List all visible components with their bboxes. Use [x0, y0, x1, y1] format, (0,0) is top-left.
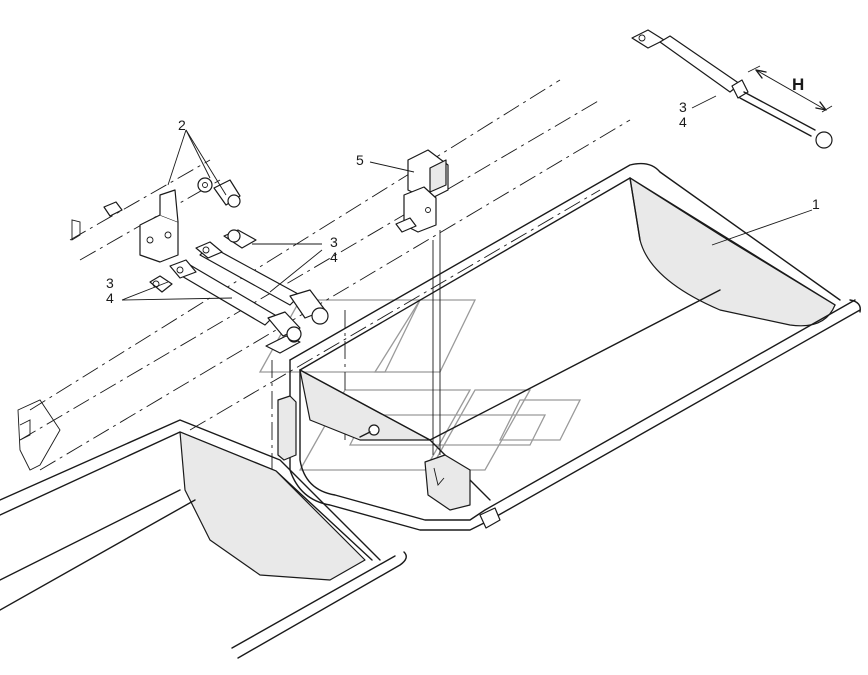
- ball-pin-small: [149, 275, 173, 293]
- callout-5: 5: [356, 152, 364, 168]
- box-hinge-left: [265, 329, 301, 461]
- gas-strut-lower: [169, 259, 302, 342]
- callout-4-detail: 4: [679, 114, 687, 130]
- small-screw: [359, 424, 380, 438]
- left-storage-box: [0, 399, 407, 659]
- callout-4-left: 4: [106, 290, 114, 306]
- callout-3-upper: 3: [330, 234, 338, 250]
- callout-labels: 1 2 3 4 3 4 3 4 5 H: [106, 75, 820, 306]
- callout-3-detail: 3: [679, 99, 687, 115]
- callout-4-upper: 4: [330, 249, 338, 265]
- lock-latch-assembly: [395, 149, 449, 233]
- alignment-lines: [432, 230, 441, 455]
- dimension-label-h: H: [792, 75, 804, 94]
- gas-strut-upper: [195, 241, 329, 325]
- gas-strut-detail: [631, 29, 833, 149]
- main-storage-box: [289, 162, 861, 531]
- latch-block: [424, 454, 471, 511]
- leader-lines: [121, 95, 813, 301]
- callout-2: 2: [178, 117, 186, 133]
- callout-1: 1: [812, 196, 820, 212]
- callout-3-left: 3: [106, 275, 114, 291]
- ball-pin: [223, 229, 257, 249]
- mounting-bracket: [71, 189, 179, 263]
- washer-and-bolt: [197, 177, 241, 208]
